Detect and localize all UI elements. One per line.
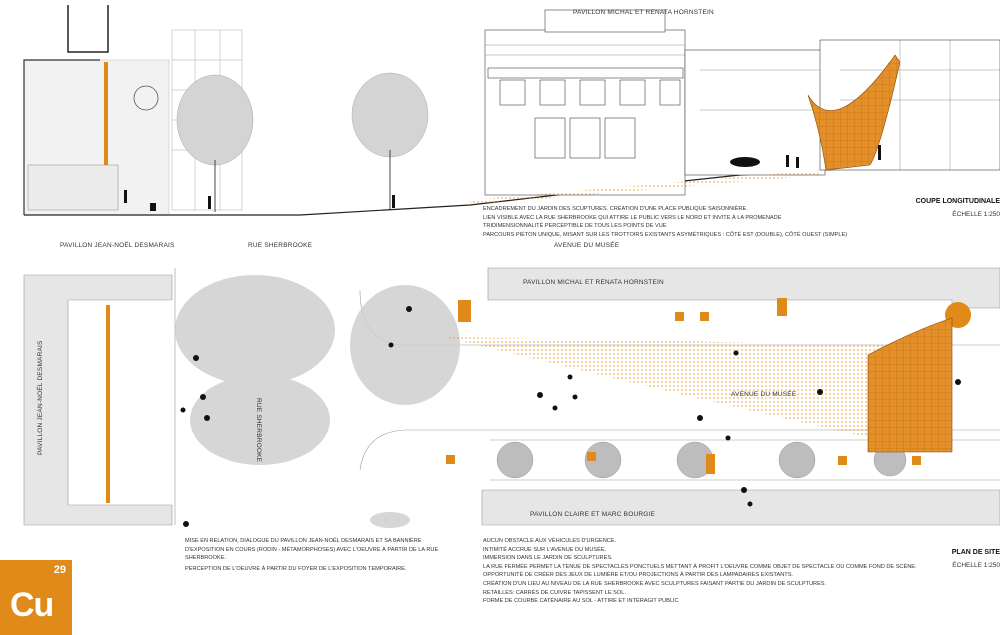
plan-label-sherbrooke: RUE SHERBROOKE xyxy=(255,398,262,463)
plan-note: AUCUN OBSTACLE AUX VÉHICULES D'URGENCE. xyxy=(483,538,617,544)
plan-note: MISE EN RELATION, DIALOGUE DU PAVILLON J… xyxy=(185,538,422,544)
section-title: COUPE LONGITUDINALE xyxy=(915,198,1000,205)
banner-plan xyxy=(106,305,110,503)
longitudinal-section xyxy=(23,5,1000,216)
ground-label-desmarais: PAVILLON JEAN-NOËL DESMARAIS xyxy=(60,242,175,249)
plan-note: D'EXPOSITION EN COURS (RODIN - MÉTAMORPH… xyxy=(185,546,439,553)
badge-symbol: Cu xyxy=(10,586,54,624)
plan-note: PERCEPTION DE L'OEUVRE À PARTIR DU FOYER… xyxy=(185,565,407,572)
plan-note: RETAILLES: CARRÉS DE CUIVRE TAPISSENT LE… xyxy=(483,589,626,596)
plan-label-bourgie: PAVILLON CLAIRE ET MARC BOURGIE xyxy=(530,511,656,518)
plan-note: INTIMITÉ ACCRUE SUR L'AVENUE DU MUSÉE. xyxy=(483,546,607,553)
plan-label-avenue: AVENUE DU MUSÉE xyxy=(731,391,797,398)
plan-label-hornstein: PAVILLON MICHAL ET RENATA HORNSTEIN xyxy=(523,279,664,286)
section-note: TRIDIMENSIONNALITÉ PERCEPTIBLE DE TOUS L… xyxy=(483,223,667,230)
plan-note: FORME DE COURBE CATÉNAIRE AU SOL - ATTIR… xyxy=(483,598,679,605)
plan-notes-left: MISE EN RELATION, DIALOGUE DU PAVILLON J… xyxy=(185,537,438,573)
element-badge: 29 Cu xyxy=(0,560,72,635)
copper-dust-wedge xyxy=(445,337,890,440)
plan-notes-right: AUCUN OBSTACLE AUX VÉHICULES D'URGENCE. … xyxy=(483,537,917,606)
copper-sculpture-plan xyxy=(867,317,953,453)
plan-note: OPPORTUNITÉ DE CRÉER DES JEUX DE LUMIÈRE… xyxy=(483,572,793,579)
section-note: LIEN VISIBLE AVEC LA RUE SHERBROOKE QUI … xyxy=(483,214,782,221)
section-notes: ENCADREMENT DU JARDIN DES SCUPTURES. CRÉ… xyxy=(483,205,847,239)
section-building-top-label: PAVILLON MICHAL ET RENATA HORNSTEIN xyxy=(573,9,714,16)
badge-number: 29 xyxy=(53,564,66,576)
section-note: PARCOURS PIÉTON UNIQUE, MISANT SUR LES T… xyxy=(483,231,848,238)
plan-title: PLAN DE SITE xyxy=(951,549,1000,556)
copper-sculpture-section xyxy=(807,54,901,171)
plan-note: CRÉATION D'UN LIEU AU NIVEAU DE LA RUE S… xyxy=(483,580,827,587)
ground-label-avenue: AVENUE DU MUSÉE xyxy=(554,242,620,249)
plan-note: SHERBROOKE. xyxy=(185,555,227,562)
plan-scale: ÉCHELLE 1:250 xyxy=(952,562,1000,569)
section-scale: ÉCHELLE 1:250 xyxy=(952,211,1000,218)
plan-note: LA RUE FERMÉE PERMET LA TENUE DE SPECTAC… xyxy=(483,563,917,570)
plan-label-desmarais: PAVILLON JEAN-NOËL DESMARAIS xyxy=(37,340,44,455)
site-plan xyxy=(23,267,1000,528)
plan-note: IMMERSION DANS LE JARDIN DE SCULPTURES. xyxy=(483,555,613,562)
banner-section xyxy=(104,62,108,192)
ground-label-sherbrooke: RUE SHERBROOKE xyxy=(248,242,313,249)
section-note: ENCADREMENT DU JARDIN DES SCUPTURES. CRÉ… xyxy=(483,206,748,212)
